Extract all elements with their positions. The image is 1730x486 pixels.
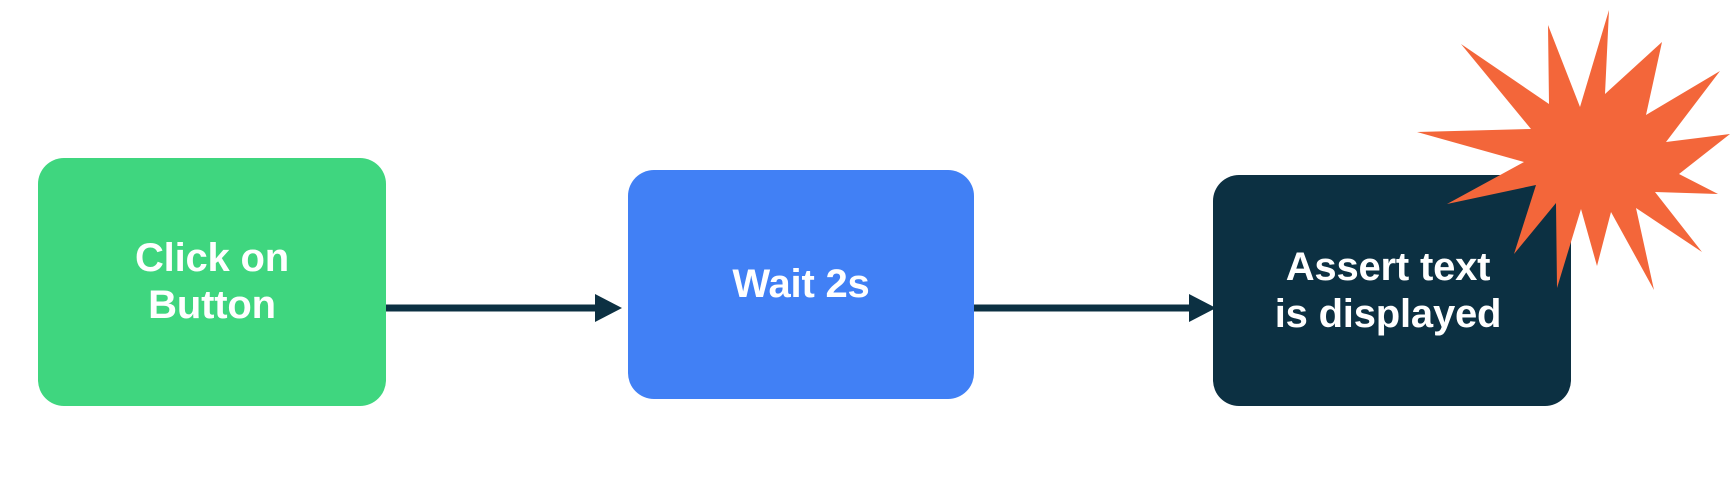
node-click-on-button-label: Click on Button bbox=[135, 236, 289, 327]
connector-wait-to-assert bbox=[974, 288, 1216, 328]
node-wait-2s[interactable]: Wait 2s bbox=[628, 170, 974, 399]
connector-click-to-wait bbox=[386, 288, 622, 328]
node-click-on-button[interactable]: Click on Button bbox=[38, 158, 386, 406]
arrow-right-icon bbox=[386, 294, 622, 322]
node-wait-2s-label: Wait 2s bbox=[732, 262, 870, 307]
arrow-right-icon bbox=[974, 294, 1216, 322]
node-assert-text-is-displayed-label: Assert text is displayed bbox=[1274, 244, 1502, 336]
node-assert-text-is-displayed[interactable]: Assert text is displayed bbox=[1213, 175, 1571, 406]
